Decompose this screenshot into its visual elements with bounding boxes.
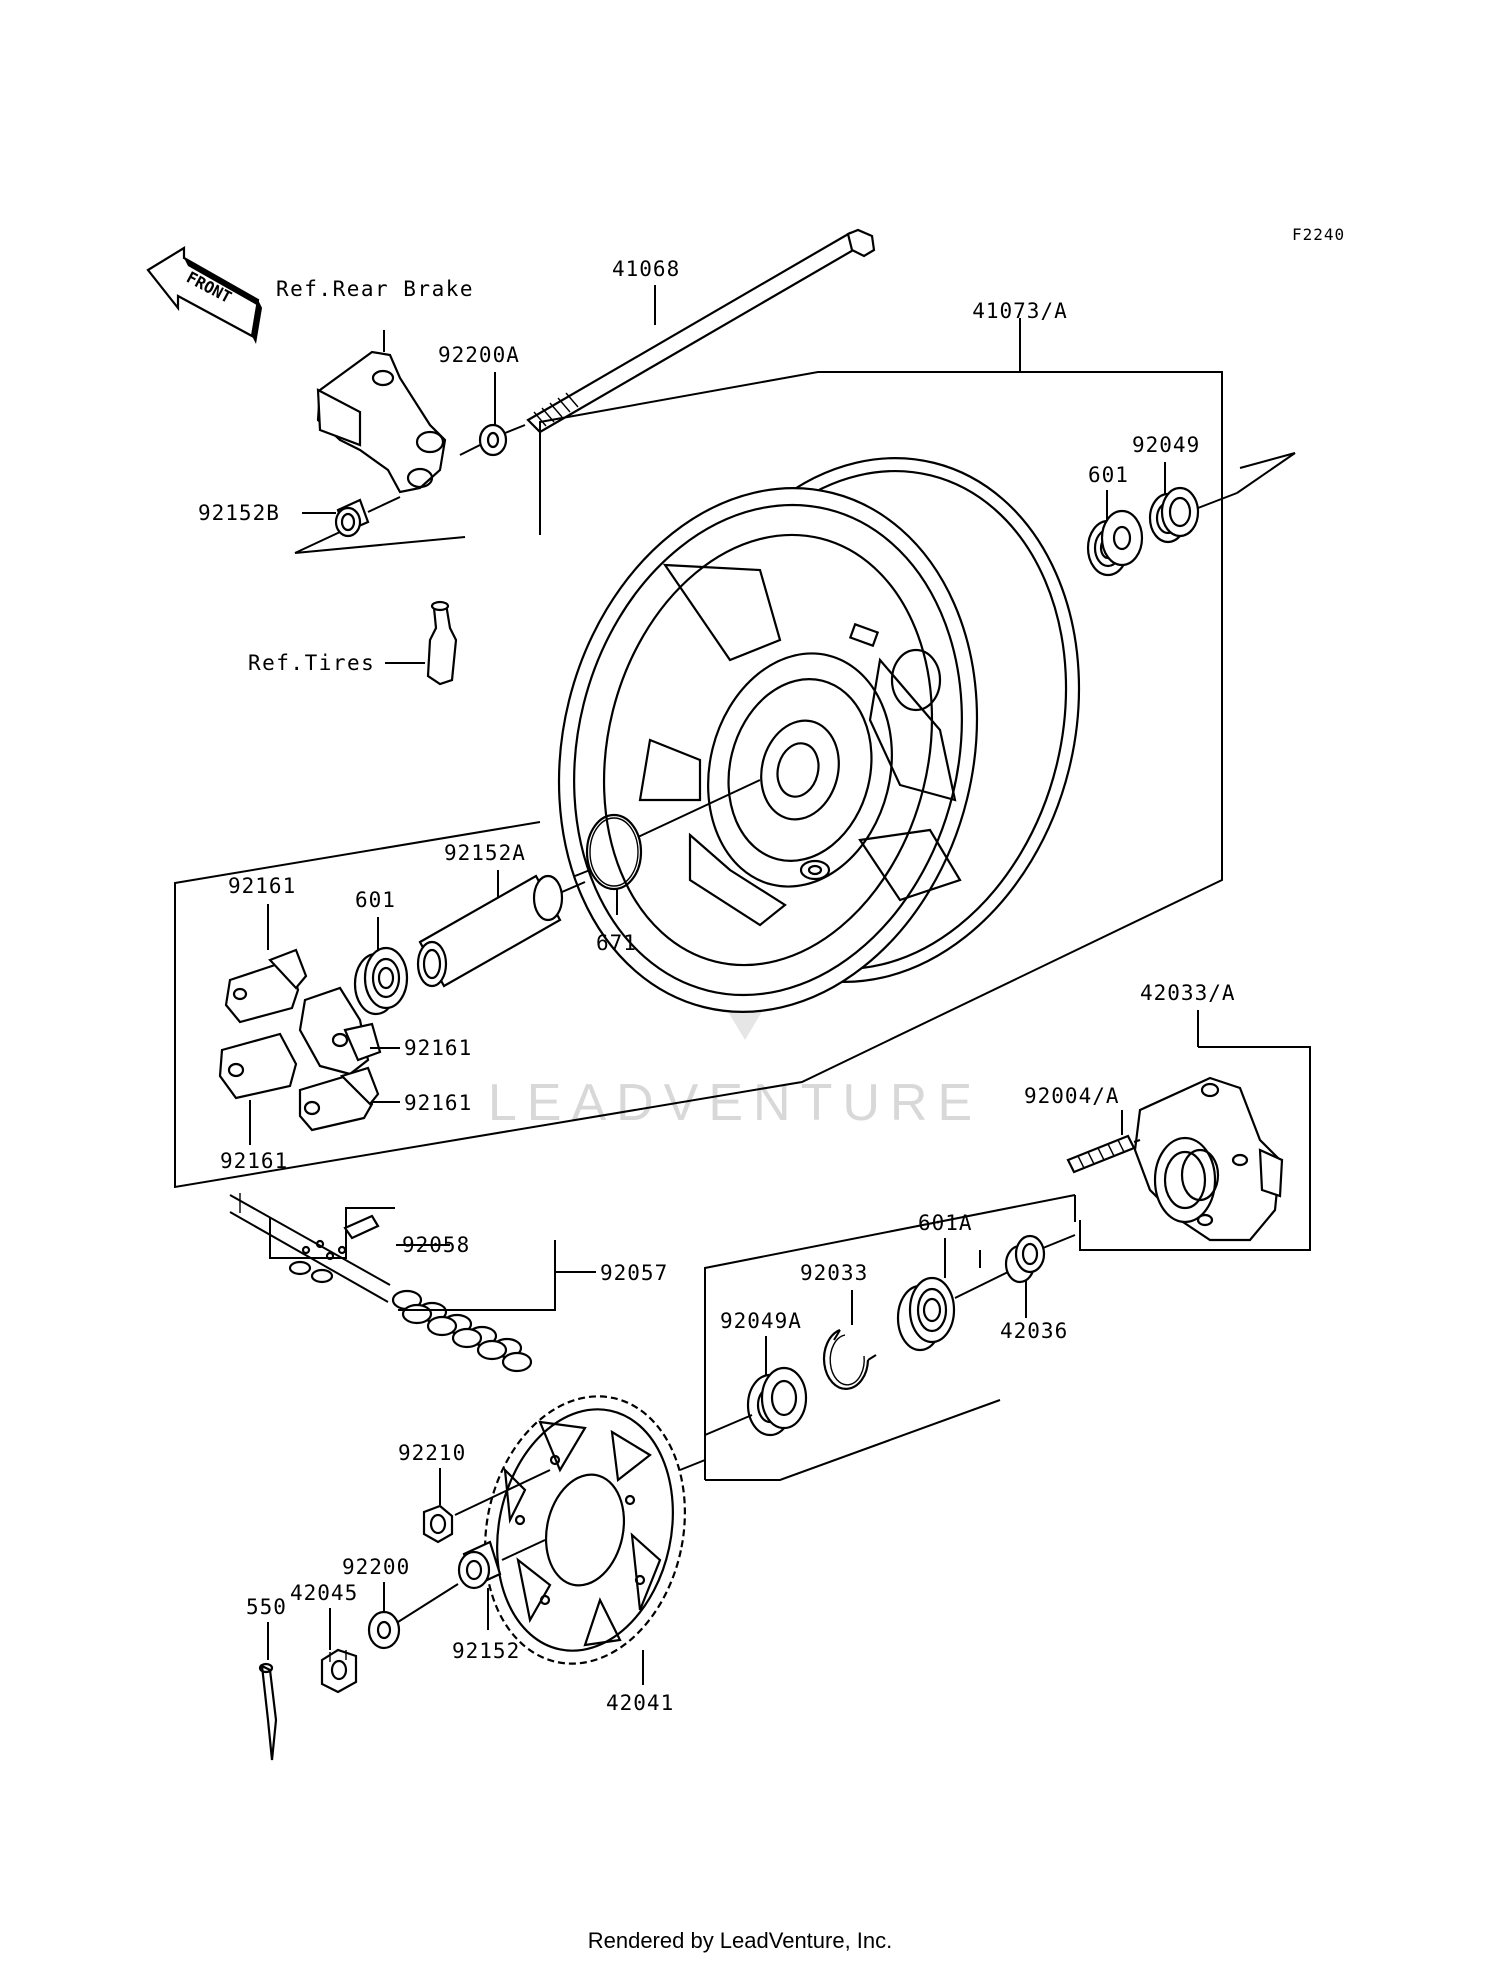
seal-92049 (1148, 452, 1296, 544)
figure-code: F2240 (1292, 225, 1345, 244)
callout-92152a: 92152A (444, 841, 526, 865)
circlip-92033 (822, 1290, 877, 1390)
callout-92161-bottom: 92161 (220, 1149, 288, 1173)
damper-92161-d (298, 1066, 400, 1132)
sprocket-hub-42033 (1133, 1076, 1284, 1242)
callout-550: 550 (246, 1595, 287, 1619)
callout-92057: 92057 (600, 1261, 668, 1285)
damper-92161-c (218, 1032, 298, 1145)
nut-92210 (422, 1468, 551, 1544)
hub-group-box (704, 1010, 1311, 1481)
damper-92161-a (224, 904, 308, 1024)
callout-92161-right-upper: 92161 (404, 1036, 472, 1060)
callout-92033: 92033 (800, 1261, 868, 1285)
rear-axle (526, 228, 876, 434)
callout-41068: 41068 (612, 257, 680, 281)
callout-92200a: 92200A (438, 343, 520, 367)
bearing-601-top (1086, 490, 1144, 577)
callout-92210: 92210 (398, 1441, 466, 1465)
callout-92200: 92200 (342, 1555, 410, 1579)
callout-42041: 42041 (606, 1691, 674, 1715)
rear-wheel (557, 457, 1081, 1013)
wheel-group-box (174, 318, 1223, 1189)
washer-92200 (367, 1582, 459, 1650)
callout-labels: 41068 41073/A 92200A 92152B 601 92049 92… (198, 257, 1236, 1715)
callout-41073-a: 41073/A (972, 299, 1068, 323)
callout-42045: 42045 (290, 1581, 358, 1605)
stud-92004a (1066, 1110, 1141, 1174)
castle-nut-42045 (320, 1608, 358, 1694)
callout-42036: 42036 (1000, 1319, 1068, 1343)
damper-92161-b (298, 986, 400, 1076)
ref-tires: Ref.Tires (248, 651, 375, 675)
callout-92058: 92058 (402, 1233, 470, 1257)
sprocket-42041 (484, 1395, 706, 1685)
callout-601-top: 601 (1088, 463, 1129, 487)
o-ring-671 (574, 779, 761, 915)
chain-joint-92058 (288, 1214, 380, 1284)
drive-chain-92057 (229, 1193, 596, 1373)
caliper-bracket (316, 330, 447, 494)
callout-671: 671 (596, 931, 637, 955)
bearing-601-mid (353, 917, 409, 1016)
washer-92200a (459, 372, 526, 457)
seal-92049a (704, 1336, 808, 1437)
collar-42036 (1004, 1234, 1076, 1318)
callout-92152b: 92152B (198, 501, 280, 525)
ref-rear-brake: Ref.Rear Brake (276, 277, 474, 301)
collar-92152 (457, 1539, 546, 1630)
front-arrow-icon: FRONT (146, 246, 262, 344)
collar-92152b (294, 496, 466, 554)
callout-42033-a: 42033/A (1140, 981, 1236, 1005)
callout-92161-top: 92161 (228, 874, 296, 898)
footer-credit: Rendered by LeadVenture, Inc. (588, 1928, 893, 1953)
tire-valve (385, 600, 458, 686)
watermark-text: LEADVENTURE (488, 1074, 982, 1132)
collar-92152a (416, 870, 586, 988)
callout-92161-right-lower: 92161 (404, 1091, 472, 1115)
bearing-601a (896, 1238, 1009, 1352)
callout-92049: 92049 (1132, 433, 1200, 457)
callout-601a: 601A (918, 1211, 973, 1235)
callout-92004-a: 92004/A (1024, 1084, 1120, 1108)
callout-601-mid: 601 (355, 888, 396, 912)
callout-92049a: 92049A (720, 1309, 802, 1333)
cotter-pin-550 (258, 1622, 278, 1761)
callout-92152: 92152 (452, 1639, 520, 1663)
